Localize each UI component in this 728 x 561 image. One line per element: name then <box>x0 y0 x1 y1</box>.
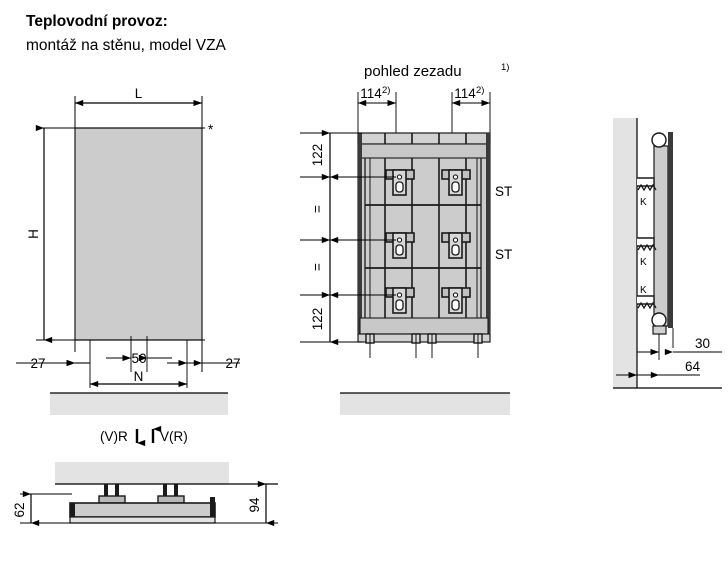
front-dim-H-label: H <box>26 229 41 239</box>
rear-frame-edge-right <box>486 133 490 342</box>
side-top-header-tube <box>651 132 667 148</box>
bottom-dim-94-label: 94 <box>247 497 262 513</box>
rear-dim-eq-lower-label: = <box>310 263 325 271</box>
front-dim-27-left-label: 27 <box>30 356 45 371</box>
rear-bracket <box>385 287 415 314</box>
rear-view: pohled zezadu 1) 114 2) 114 2) <box>300 62 512 415</box>
rear-label-st-lower: ST <box>495 247 512 262</box>
rear-bracket-group <box>385 169 471 314</box>
rear-bracket <box>385 169 415 196</box>
rear-stub-extension-lines <box>369 334 479 358</box>
rear-dim-114-left-label: 114 <box>360 86 382 101</box>
front-dim-50-label: 50 <box>131 351 146 366</box>
bottom-wall-block <box>55 462 229 484</box>
rear-dim-122-top-label: 122 <box>310 144 325 167</box>
front-asterisk-note: * <box>208 122 214 137</box>
side-bracket-group: K K K <box>637 177 657 310</box>
rear-horizontal-rails <box>365 204 481 269</box>
bottom-panel-edge-right <box>210 497 215 523</box>
rear-dim-122-bottom-label: 122 <box>310 308 325 331</box>
side-dim-30-label: 30 <box>695 336 710 351</box>
rear-dim-114-right-label: 114 <box>454 86 476 101</box>
bottom-panel-edge-left <box>70 503 75 523</box>
rear-vertical-ribs <box>384 158 467 330</box>
rear-dim-114-left-note: 2) <box>382 85 390 96</box>
side-bottom-connection <box>652 325 667 335</box>
bottom-connection-pins <box>98 484 185 504</box>
side-view: K K K 30 64 <box>613 118 722 389</box>
front-view: L * H 50 27 27 N <box>16 86 241 415</box>
side-wall-bracket <box>637 295 657 310</box>
side-panel-slab <box>653 145 669 327</box>
side-dim-64-label: 64 <box>685 359 701 374</box>
bottom-detail-view: (V)R V(R) 62 94 <box>12 425 278 527</box>
side-panel-front-edge <box>668 132 673 328</box>
side-label-k-top: K <box>640 197 647 208</box>
front-dim-27-right-label: 27 <box>225 356 240 371</box>
rear-bracket <box>441 232 471 259</box>
rear-top-cap-slots <box>384 133 467 144</box>
bottom-panel-slab <box>69 502 216 518</box>
rear-bracket <box>441 287 471 314</box>
side-wall-bracket <box>637 177 657 192</box>
front-dim-L-label: L <box>135 86 143 101</box>
side-wall-block <box>613 118 637 388</box>
bottom-dim-62-label: 62 <box>12 502 27 517</box>
rear-top-header-band <box>359 143 489 159</box>
rear-bracket <box>441 169 471 196</box>
title-line-1: Teplovodní provoz: <box>26 13 168 30</box>
front-panel-body <box>74 127 203 341</box>
front-floor-block <box>50 393 228 415</box>
rear-bottom-band <box>359 317 489 335</box>
rear-label-st-upper: ST <box>495 184 512 199</box>
side-bottom-header-tube <box>651 312 667 328</box>
title-line-2: montáž na stěnu, model VZA <box>26 37 227 54</box>
front-dim-N-label: N <box>134 369 144 384</box>
rear-dim-eq-upper-label: = <box>310 205 325 213</box>
rear-frame-edge-left <box>358 133 362 342</box>
rear-top-cap <box>357 132 491 145</box>
rear-view-heading: pohled zezadu <box>364 63 462 80</box>
bottom-panel-base-strip <box>69 516 216 524</box>
rear-bracket <box>385 232 415 259</box>
rear-bottom-cap <box>357 333 491 343</box>
side-wall-bracket <box>637 237 657 252</box>
rear-floor-block <box>340 393 510 415</box>
rear-dim-114-right-note: 2) <box>476 85 484 96</box>
rear-view-heading-note: 1) <box>501 62 509 73</box>
side-label-k-bottom: K <box>640 285 647 296</box>
side-label-k-middle: K <box>640 257 647 268</box>
bottom-flow-supply-label: V(R) <box>160 429 188 444</box>
bottom-flow-return-label: (V)R <box>100 429 128 444</box>
